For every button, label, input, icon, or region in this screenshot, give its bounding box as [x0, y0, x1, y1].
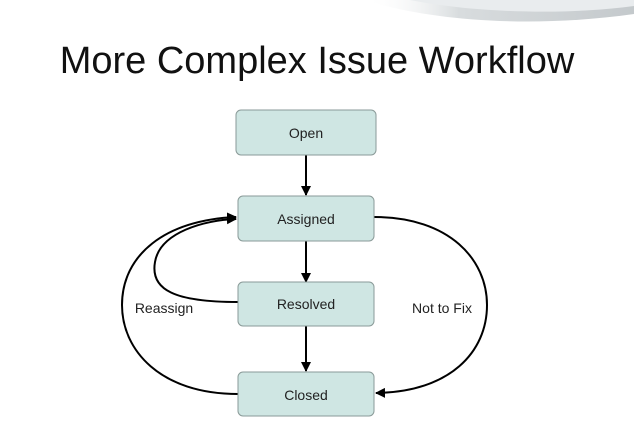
node-closed: Closed	[237, 371, 375, 417]
edge-label-reassign: Reassign	[135, 300, 193, 316]
node-assigned: Assigned	[237, 195, 375, 242]
node-resolved-label: Resolved	[277, 296, 335, 312]
node-open: Open	[235, 109, 377, 156]
edge-resolved-to-assigned	[153, 214, 239, 303]
edge-assigned-to-closed	[373, 216, 489, 398]
node-resolved: Resolved	[237, 281, 375, 327]
header-swoosh-decoration	[365, 0, 634, 22]
slide-title: More Complex Issue Workflow	[59, 40, 575, 82]
edge-closed-to-assigned	[120, 212, 239, 395]
edge-label-not-to-fix: Not to Fix	[412, 300, 472, 316]
node-closed-label: Closed	[284, 387, 328, 403]
node-assigned-label: Assigned	[277, 211, 335, 227]
node-open-label: Open	[289, 125, 323, 141]
